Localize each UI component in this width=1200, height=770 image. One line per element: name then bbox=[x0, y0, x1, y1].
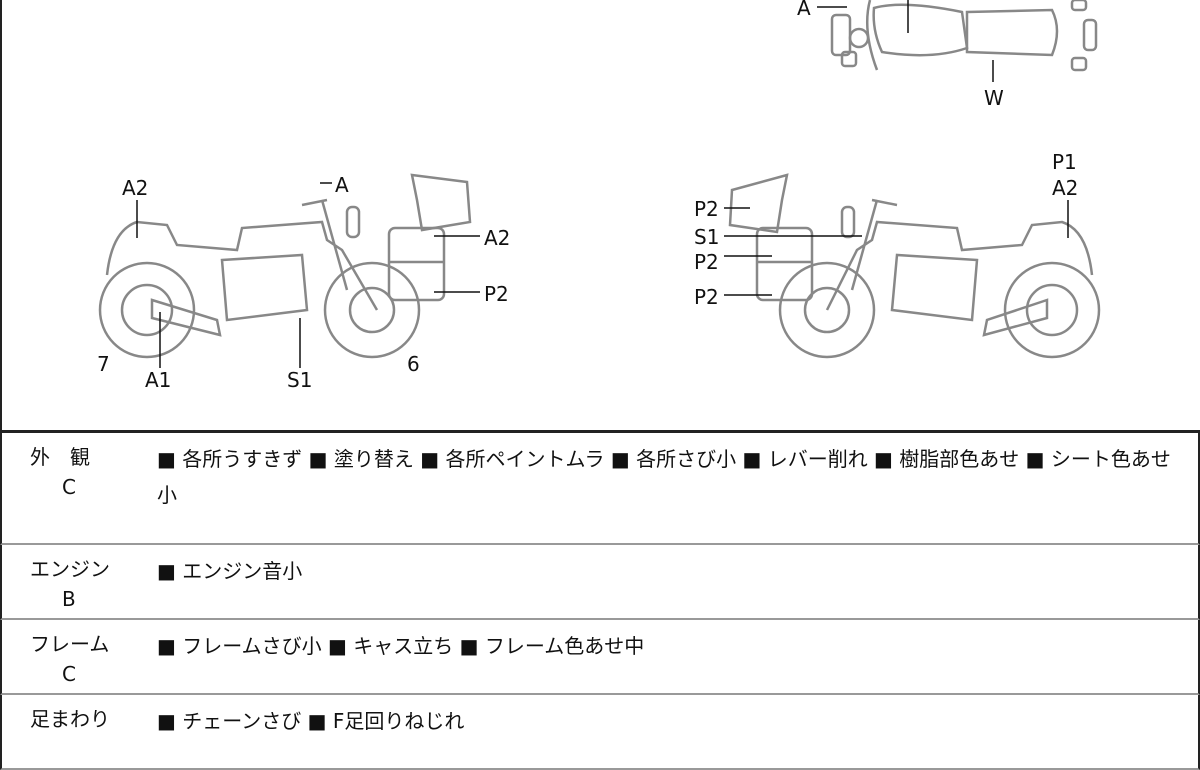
top-leader-lines bbox=[817, 0, 994, 82]
label-w-top: W bbox=[984, 86, 1004, 110]
row-items: ■ チェーンさび ■ F足回りねじれ bbox=[157, 709, 465, 733]
row-frame: フレーム C ■ フレームさび小 ■ キャス立ち ■ フレーム色あせ中 bbox=[0, 620, 1200, 695]
row-grade: C bbox=[62, 662, 76, 686]
label-right: P2 bbox=[694, 285, 719, 309]
label-left: A bbox=[335, 173, 349, 197]
motorcycle-diagram bbox=[98, 0, 1101, 368]
row-items: ■ 各所うすきず ■ 塗り替え ■ 各所ペイントムラ ■ 各所さび小 ■ レバー… bbox=[157, 447, 1171, 507]
row-name: フレーム bbox=[30, 632, 110, 656]
label-right: S1 bbox=[694, 225, 720, 249]
label-left: A2 bbox=[122, 176, 149, 200]
row-items: ■ エンジン音小 bbox=[157, 559, 303, 583]
diagram-area: A W A2 A A2 P2 7 A1 S1 6 P1 A2 P2 S1 P2 … bbox=[0, 0, 1200, 433]
row-name: エンジン bbox=[30, 557, 110, 581]
label-left: S1 bbox=[287, 368, 313, 392]
row-grade: B bbox=[62, 587, 76, 611]
row-name: 外 観 bbox=[30, 445, 90, 469]
label-right: P1 bbox=[1052, 150, 1077, 174]
label-left: A1 bbox=[145, 368, 172, 392]
motorcycle-top-view bbox=[830, 0, 1098, 72]
row-items: ■ フレームさび小 ■ キャス立ち ■ フレーム色あせ中 bbox=[157, 634, 645, 658]
label-right: P2 bbox=[694, 250, 719, 274]
label-left: A2 bbox=[484, 226, 511, 250]
row-exterior: 外 観 C ■ 各所うすきず ■ 塗り替え ■ 各所ペイントムラ ■ 各所さび小… bbox=[0, 433, 1200, 545]
label-left: P2 bbox=[484, 282, 509, 306]
row-suspension: 足まわり ■ チェーンさび ■ F足回りねじれ bbox=[0, 695, 1200, 770]
row-engine: エンジン B ■ エンジン音小 bbox=[0, 545, 1200, 620]
row-grade: C bbox=[62, 475, 76, 499]
label-left: 7 bbox=[97, 352, 110, 376]
label-right: A2 bbox=[1052, 176, 1079, 200]
label-right: P2 bbox=[694, 197, 719, 221]
motorcycle-left-side bbox=[98, 173, 472, 359]
label-left: 6 bbox=[407, 352, 420, 376]
motorcycle-right-side bbox=[728, 173, 1101, 359]
leader-lines bbox=[136, 182, 1069, 368]
label-a-top: A bbox=[797, 0, 811, 20]
row-name: 足まわり bbox=[30, 707, 110, 731]
